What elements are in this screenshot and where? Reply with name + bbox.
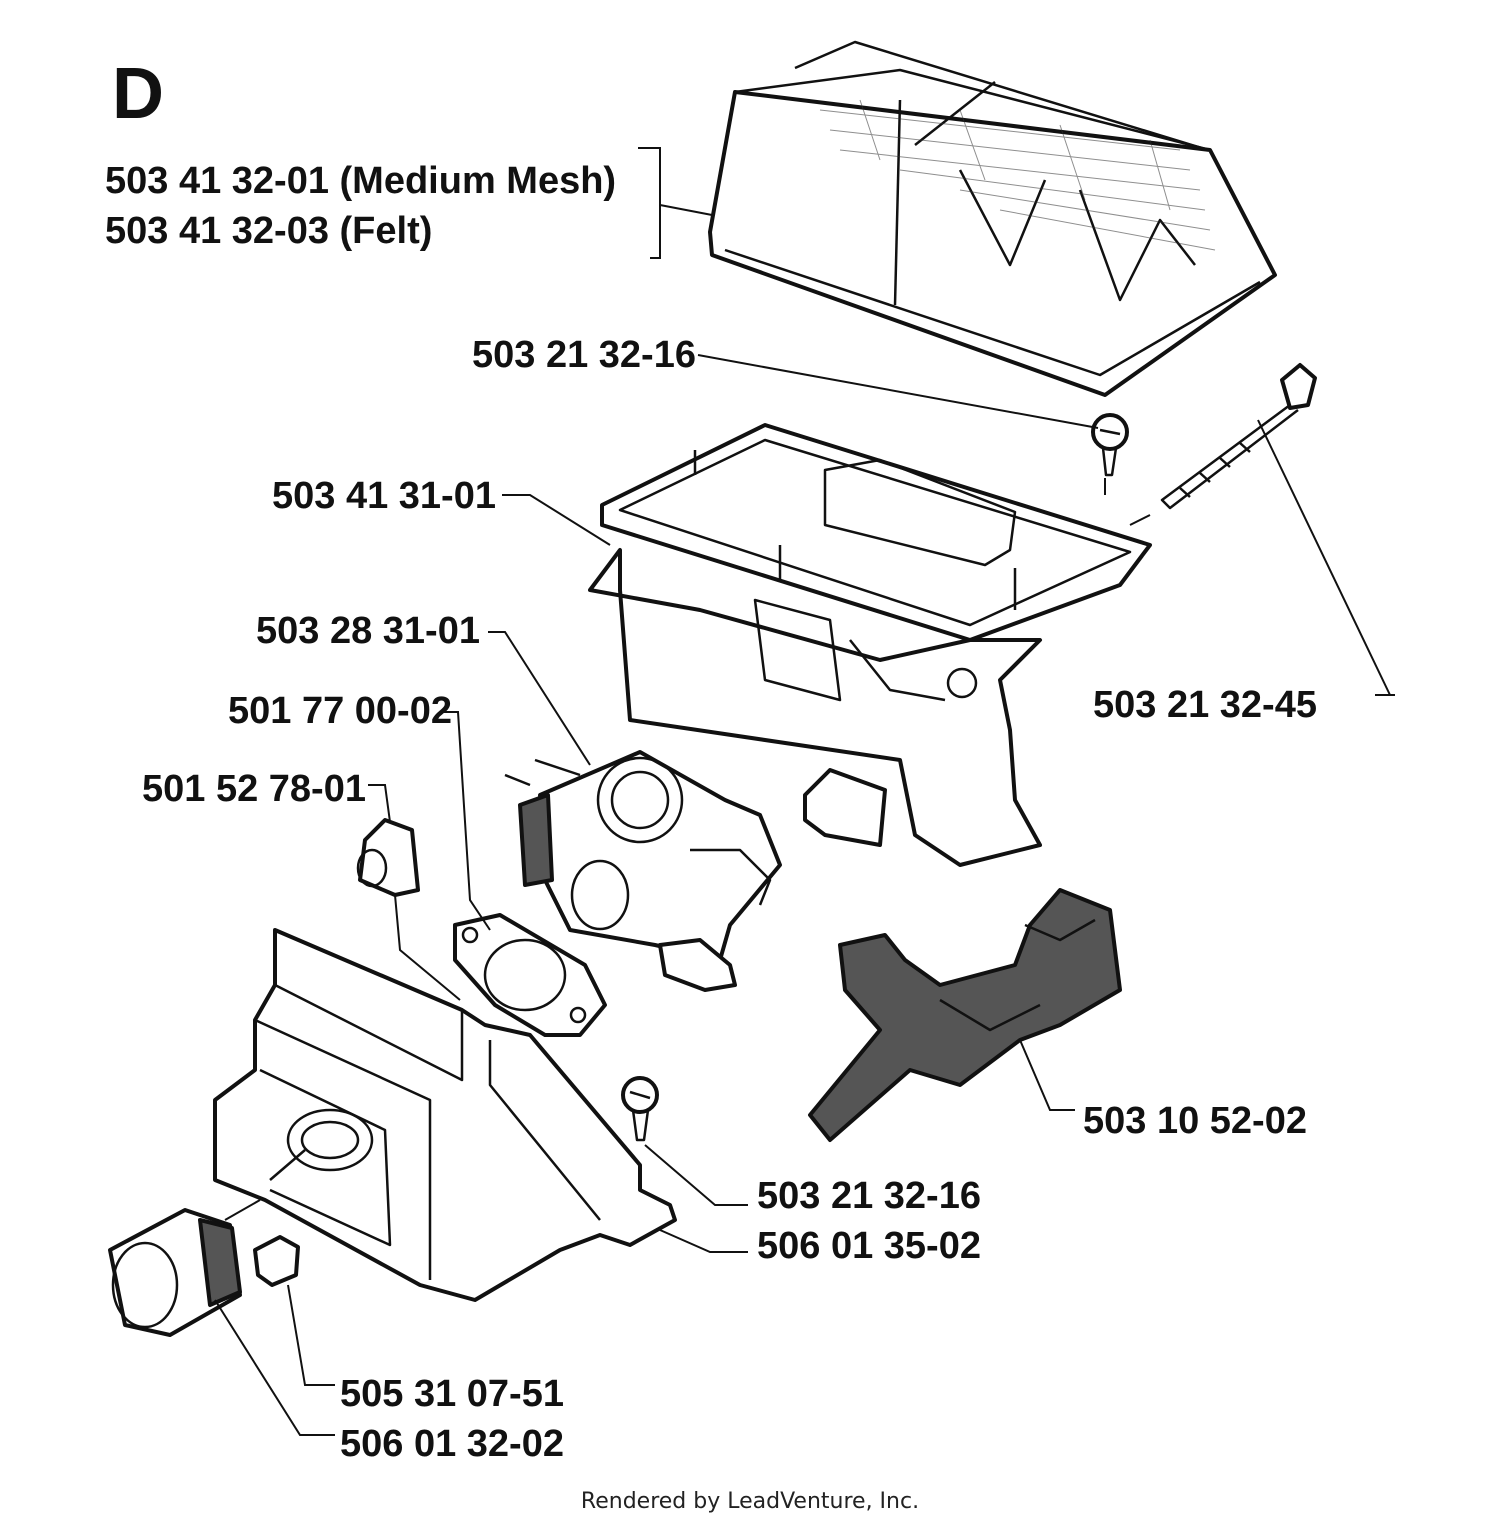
footer-credit: Rendered by LeadVenture, Inc. <box>581 1489 919 1514</box>
section-letter: D <box>112 54 164 134</box>
small-plug-illustration <box>253 1235 300 1287</box>
part-labels: 503 41 32-01 (Medium Mesh) 503 41 32-03 … <box>105 160 1317 1465</box>
label-screw-top: 503 21 32-16 <box>472 334 696 376</box>
label-gasket: 501 77 00-02 <box>228 690 452 732</box>
label-nut: 501 52 78-01 <box>142 768 366 810</box>
label-filter-medium-mesh: 503 41 32-01 (Medium Mesh) <box>105 160 616 202</box>
leader-lines <box>214 354 1395 1436</box>
label-506-01-35-02: 506 01 35-02 <box>757 1225 981 1267</box>
label-505-31-07-51: 505 31 07-51 <box>340 1373 564 1415</box>
long-screw-illustration <box>1160 363 1317 510</box>
label-filter-felt: 503 41 32-03 (Felt) <box>105 210 432 252</box>
sleeve-illustration <box>108 1208 242 1337</box>
label-screw-bottom: 503 21 32-16 <box>757 1175 981 1217</box>
throttle-trigger-illustration <box>808 888 1122 1142</box>
air-filter-illustration <box>708 40 1277 397</box>
screw-bottom-illustration <box>621 1076 659 1142</box>
intake-manifold-illustration <box>213 928 677 1302</box>
label-filter-holder: 503 41 31-01 <box>272 475 496 517</box>
label-carburetor: 503 28 31-01 <box>256 610 480 652</box>
filter-holder-illustration <box>588 423 1152 867</box>
screw-top-illustration <box>1091 413 1129 477</box>
label-506-01-32-02: 506 01 32-02 <box>340 1423 564 1465</box>
label-throttle: 503 10 52-02 <box>1083 1100 1307 1142</box>
carburetor-illustration <box>504 750 782 992</box>
label-long-screw: 503 21 32-45 <box>1093 684 1317 726</box>
nut-illustration <box>356 818 420 897</box>
gasket-illustration <box>453 913 607 1037</box>
